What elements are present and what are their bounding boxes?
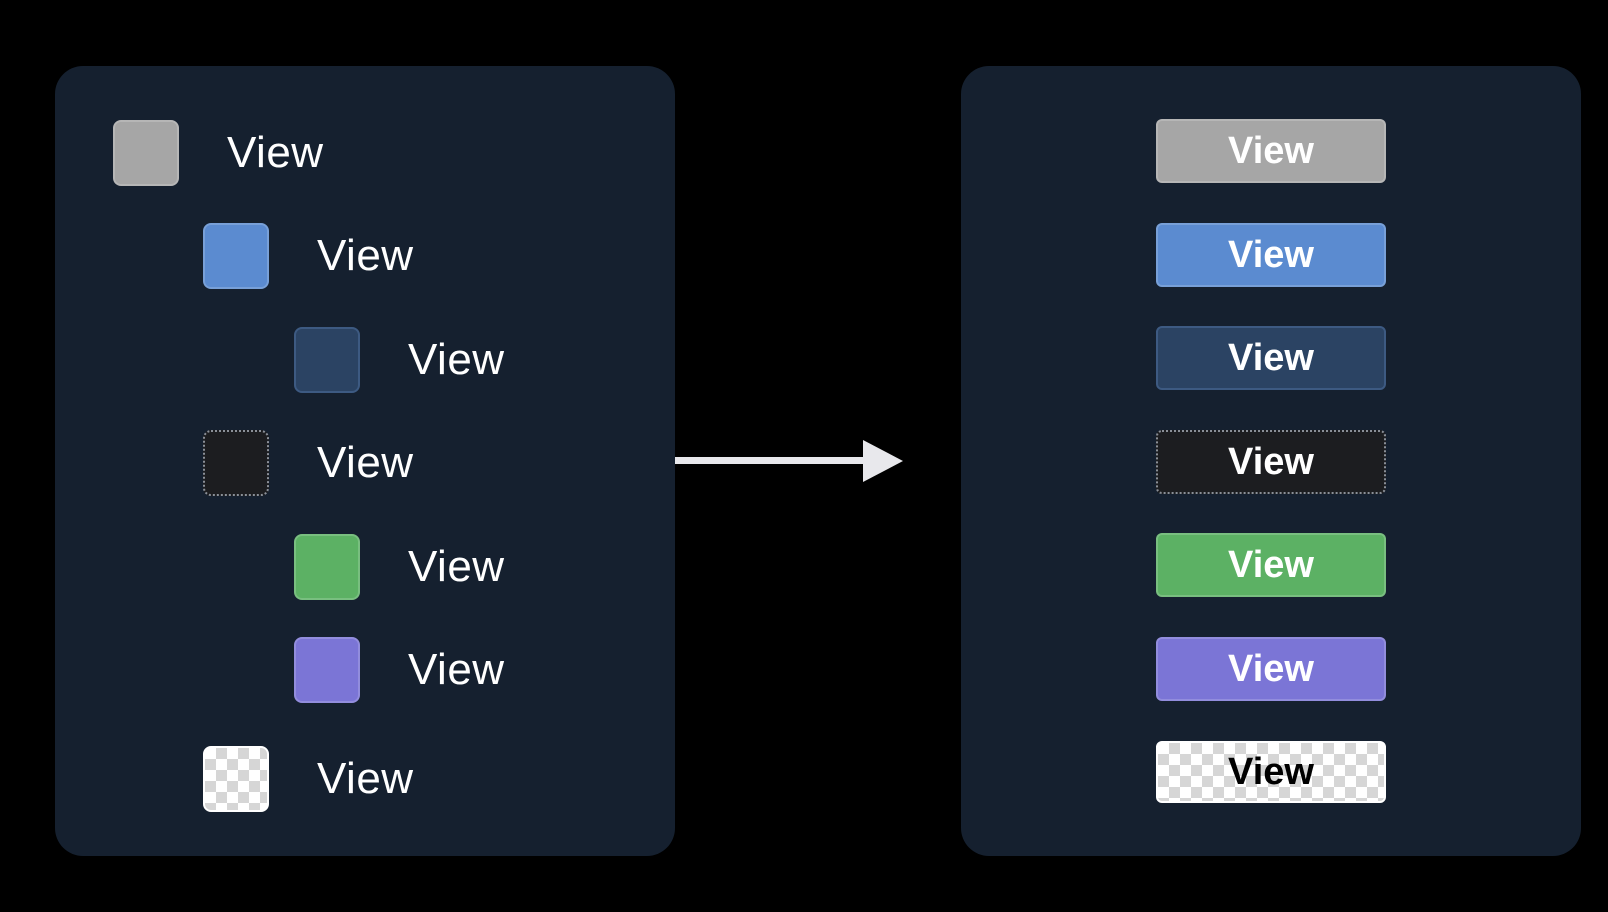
blue-view-block: View <box>1156 223 1386 287</box>
view-block-label: View <box>1228 129 1314 172</box>
view-block-label: View <box>1228 336 1314 379</box>
transparent-view-block: View <box>1156 430 1386 494</box>
purple-view-block: View <box>1156 637 1386 701</box>
transparent-view-swatch <box>203 430 269 496</box>
blue-view-swatch <box>203 223 269 289</box>
view-block-label: View <box>1228 750 1314 793</box>
arrow-right-icon <box>675 440 903 482</box>
green-view-block: View <box>1156 533 1386 597</box>
view-block-label: View <box>1228 543 1314 586</box>
arrow-shaft <box>675 457 867 464</box>
tree-node-level-1: View <box>203 746 414 812</box>
view-block-label: View <box>1228 233 1314 276</box>
checkerboard-view-swatch <box>203 746 269 812</box>
tree-node-level-2: View <box>294 534 505 600</box>
tree-node-level-2: View <box>294 327 505 393</box>
tree-node-level-1: View <box>203 223 414 289</box>
tree-node-label: View <box>317 754 414 803</box>
tree-node-label: View <box>227 128 324 177</box>
checkerboard-view-block: View <box>1156 741 1386 803</box>
view-block-label: View <box>1228 647 1314 690</box>
green-view-swatch <box>294 534 360 600</box>
tree-node-label: View <box>317 438 414 487</box>
arrow-head <box>863 440 903 482</box>
navy-view-swatch <box>294 327 360 393</box>
navy-view-block: View <box>1156 326 1386 390</box>
purple-view-swatch <box>294 637 360 703</box>
gray-view-swatch <box>113 120 179 186</box>
tree-node-label: View <box>408 542 505 591</box>
tree-node-level-2: View <box>294 637 505 703</box>
view-block-label: View <box>1228 440 1314 483</box>
tree-node-level-0: View <box>113 120 324 186</box>
gray-view-block: View <box>1156 119 1386 183</box>
tree-node-label: View <box>408 645 505 694</box>
flattened-panel: View View View View View View View <box>961 66 1581 856</box>
tree-node-level-1: View <box>203 430 414 496</box>
hierarchy-panel: View View View View View View View <box>55 66 675 856</box>
tree-node-label: View <box>317 231 414 280</box>
tree-node-label: View <box>408 335 505 384</box>
